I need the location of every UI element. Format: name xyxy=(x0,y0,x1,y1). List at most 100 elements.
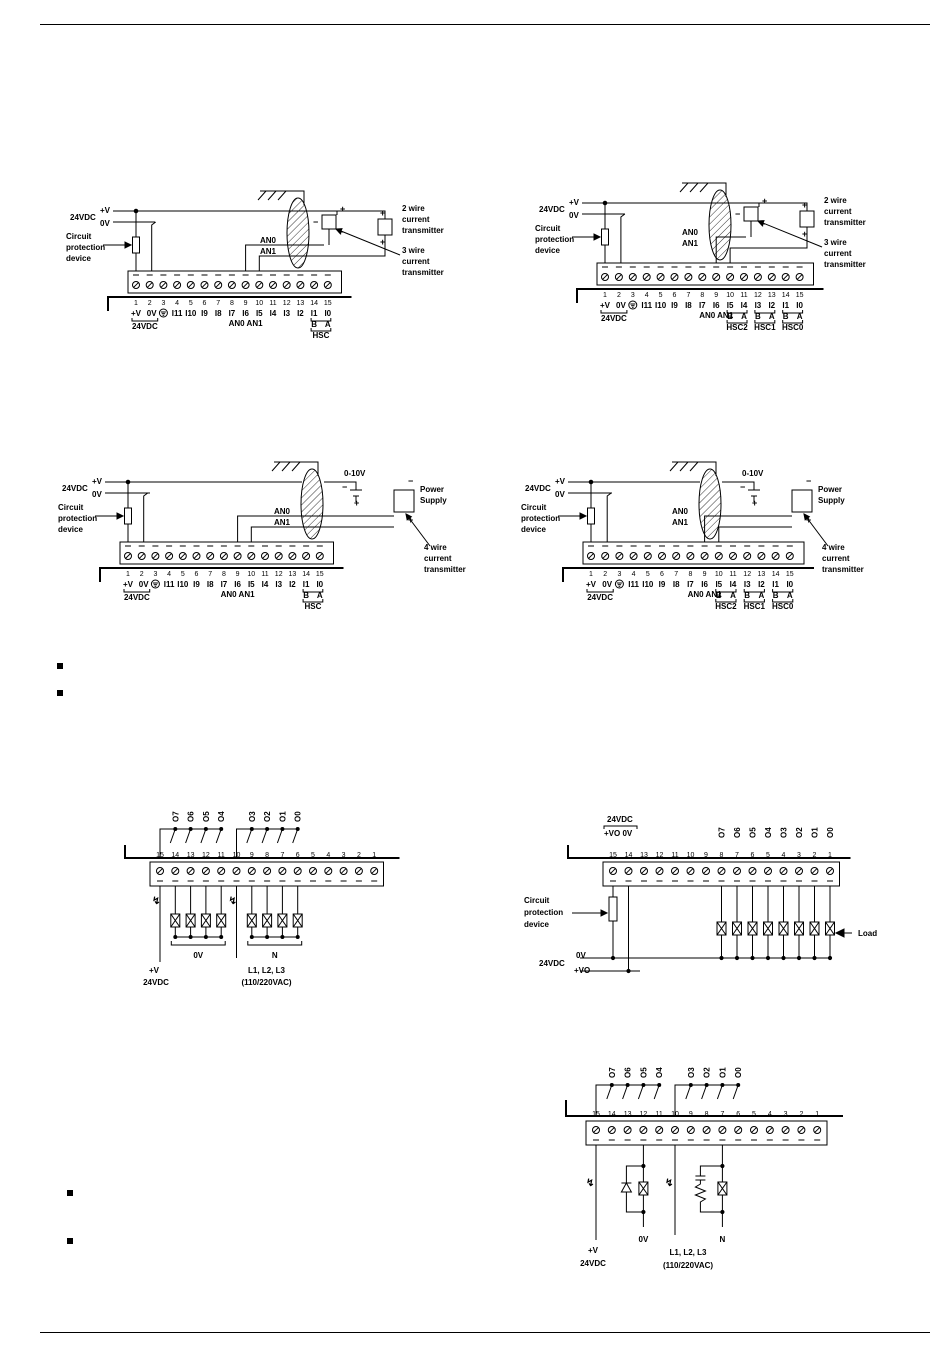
screw-terminal-7 xyxy=(672,552,681,560)
plus-v-top: +V xyxy=(569,198,580,207)
screw-terminal xyxy=(686,867,695,875)
screw-terminal-2 xyxy=(601,552,610,560)
cable-shield xyxy=(698,468,722,540)
output-label: O3 xyxy=(687,1067,696,1078)
bracket xyxy=(715,599,737,603)
terminal-number: 4 xyxy=(326,852,330,859)
an1-label: AN1 xyxy=(682,239,699,248)
screw-terminal xyxy=(702,867,710,875)
io-label: I1 xyxy=(772,580,779,589)
an0-label: AN0 xyxy=(682,228,699,237)
screw-slot xyxy=(671,274,678,280)
screw-slot xyxy=(133,282,139,288)
contact-switch xyxy=(261,828,268,844)
screw-slot xyxy=(735,1127,741,1133)
a-label: A xyxy=(741,312,747,321)
io-label: I8 xyxy=(207,580,214,589)
contact-switch xyxy=(185,828,192,844)
screw-terminal xyxy=(717,867,726,875)
zero-v-label: 0V xyxy=(147,309,157,318)
screw-terminal xyxy=(309,867,317,875)
bullet-4 xyxy=(67,1238,73,1244)
io-label: I0 xyxy=(316,580,323,589)
ground-hatch xyxy=(257,190,267,201)
terminal-number: 9 xyxy=(250,852,254,859)
screw-terminal-8 xyxy=(698,273,707,281)
an0-wire xyxy=(704,515,736,542)
an1-label: AN1 xyxy=(672,518,689,527)
plus-sign: + xyxy=(338,227,343,237)
chassis-line xyxy=(567,845,851,859)
bracket xyxy=(586,589,614,593)
ground-hatch xyxy=(291,461,301,472)
vac-label: (110/220VAC) xyxy=(241,978,291,987)
screw-terminal-11 xyxy=(269,281,277,289)
terminal-number: 5 xyxy=(181,571,185,578)
arrow-head xyxy=(334,228,343,235)
terminal-number: 6 xyxy=(203,300,207,307)
screw-terminal xyxy=(607,1126,616,1134)
terminal-number: 13 xyxy=(640,852,648,859)
chassis-line xyxy=(99,567,344,582)
terminal-number: 10 xyxy=(247,571,255,578)
four-wire-label: 4 wire xyxy=(424,543,447,552)
ground-hatch xyxy=(281,461,291,472)
io-label: I0 xyxy=(786,580,793,589)
screw-slot xyxy=(279,868,285,874)
terminal-number: 2 xyxy=(799,1111,803,1118)
screw-slot xyxy=(734,868,740,874)
plus-v-label: +V xyxy=(600,301,611,310)
io-label: I9 xyxy=(193,580,200,589)
four-wire-label: current xyxy=(424,554,452,563)
screw-slot xyxy=(741,274,747,280)
screw-terminal-6 xyxy=(200,281,209,289)
output-label: O7 xyxy=(608,1067,617,1078)
io-label: I7 xyxy=(221,580,228,589)
screw-slot xyxy=(174,282,180,288)
contact-switch xyxy=(169,828,176,844)
terminal-number: 6 xyxy=(751,852,755,859)
an1-label: AN1 xyxy=(260,247,277,256)
terminal-number: 7 xyxy=(208,571,212,578)
screw-terminal xyxy=(339,867,348,875)
io-label: I4 xyxy=(741,301,748,310)
screw-slot xyxy=(152,553,158,559)
output-label: O1 xyxy=(718,1067,727,1078)
screw-slot xyxy=(371,868,377,874)
screw-slot xyxy=(755,274,761,280)
cpd-label: protection xyxy=(66,243,105,252)
io-label: I1 xyxy=(782,301,789,310)
terminal-number: 3 xyxy=(617,571,621,578)
coil-x xyxy=(185,913,196,928)
terminal-number: 15 xyxy=(796,292,804,299)
screw-terminal-13 xyxy=(296,281,305,289)
bracket xyxy=(247,941,303,946)
screw-terminal-14 xyxy=(781,273,790,281)
screw-terminal xyxy=(232,867,241,875)
screw-slot xyxy=(157,868,163,874)
screw-slot xyxy=(699,274,705,280)
vo-label: +VO 0V xyxy=(604,829,633,838)
supply-label: 24VDC xyxy=(70,213,96,222)
ground-hatch xyxy=(689,182,699,193)
coil-x xyxy=(262,913,273,928)
minus-sign: − xyxy=(806,476,811,486)
coil-x xyxy=(794,921,804,936)
terminal-number: 9 xyxy=(689,1111,693,1118)
header-rule xyxy=(40,24,930,25)
terminal-number: 8 xyxy=(265,852,269,859)
screw-slot xyxy=(641,868,647,874)
screw-terminal-5 xyxy=(186,281,195,289)
bracket xyxy=(782,310,804,314)
resistor-zigzag xyxy=(694,1180,723,1213)
screw-terminal xyxy=(797,1126,806,1134)
screw-terminal-14 xyxy=(310,281,319,289)
plus-sign: + xyxy=(760,219,765,229)
cpd-label: Circuit xyxy=(66,232,92,241)
screw-slot xyxy=(166,553,172,559)
screw-slot xyxy=(751,1127,757,1133)
b-label: B xyxy=(303,591,309,600)
terminal-number: 11 xyxy=(261,571,268,578)
screw-terminal xyxy=(156,867,164,875)
screw-terminal xyxy=(810,867,819,875)
